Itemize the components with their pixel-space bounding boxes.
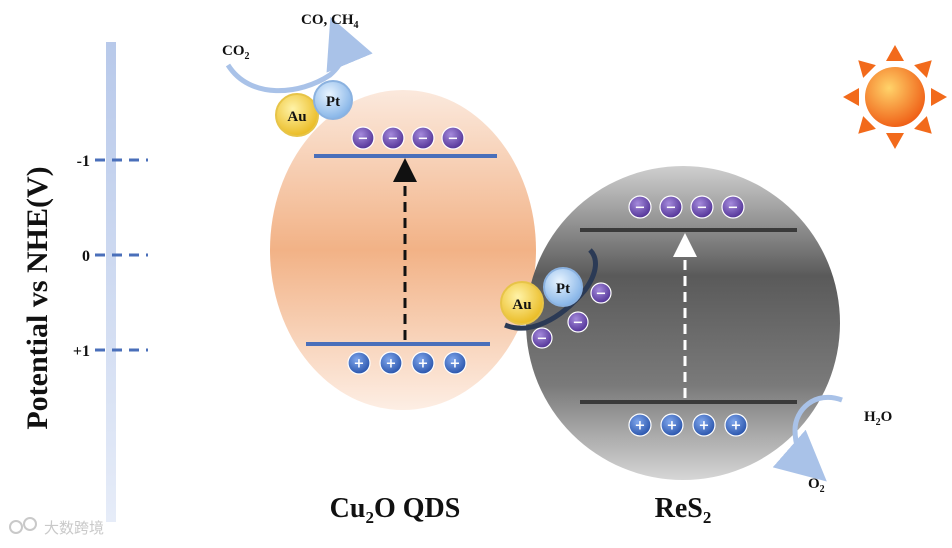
res2-electron-0 xyxy=(628,195,652,219)
axis-tick-label-1: 0 xyxy=(82,248,90,265)
res2-hole-sign-1: + xyxy=(667,419,678,434)
top-cocatalyst: Au Pt CO2 CO, CH4 xyxy=(222,12,373,137)
res2-hole-sign-2: + xyxy=(699,419,710,434)
cu2o-hole-2 xyxy=(411,351,435,375)
pt-particle-top xyxy=(313,80,353,120)
cu2o-particle: − − − − + + + + xyxy=(270,90,536,410)
sun-ray-7 xyxy=(858,60,876,78)
sun-ray-5 xyxy=(858,116,876,134)
watermark-text: 大数跨境 xyxy=(44,519,104,537)
axis-title: Potential vs NHE(V) xyxy=(21,166,54,429)
sun-ray-1 xyxy=(914,60,932,78)
cu2o-electron-sign-1: − xyxy=(388,132,399,147)
pt-particle-interface xyxy=(543,267,583,307)
au-label-top: Au xyxy=(287,109,306,125)
res2-hole-sign-3: + xyxy=(731,419,742,434)
res2-particle: −−−− ++++ xyxy=(526,166,840,480)
sun-icon xyxy=(843,45,947,149)
au-particle-top xyxy=(275,93,319,137)
cu2o-hole-sign-3: + xyxy=(450,357,461,372)
interface-electron-sign-0: − xyxy=(596,287,607,302)
interface-cocatalyst: Au Pt −−− xyxy=(500,248,612,349)
res2-electron-sign-2: − xyxy=(697,201,708,216)
cu2o-body xyxy=(270,90,536,410)
sun-ray-2 xyxy=(931,88,947,106)
res2-hole-sign-0: + xyxy=(635,419,646,434)
axis-tick-label-2: +1 xyxy=(73,343,90,360)
electron-transfer-arc xyxy=(504,248,598,331)
res2-hole-3 xyxy=(724,413,748,437)
pt-label-top: Pt xyxy=(326,94,340,110)
interface-electron-1 xyxy=(567,311,589,333)
cu2o-electron-2 xyxy=(411,126,435,150)
o2-label: O2 xyxy=(808,476,825,495)
interface-electrons: −−− xyxy=(531,282,612,349)
watermark: 大数跨境 xyxy=(9,517,104,537)
res2-electron-3 xyxy=(721,195,745,219)
res2-hole-1 xyxy=(660,413,684,437)
res2-hole-0 xyxy=(628,413,652,437)
co-ch4-label: CO, CH4 xyxy=(301,12,359,31)
co2-label: CO2 xyxy=(222,43,250,62)
axis-ticks: -1 0 +1 xyxy=(73,153,148,360)
res2-holes: + + + + xyxy=(628,413,748,437)
cu2o-electron-sign-2: − xyxy=(418,132,429,147)
res2-electron-sign-0: − xyxy=(635,201,646,216)
cu2o-electrons: −−−− xyxy=(351,126,465,150)
cu2o-hole-3 xyxy=(443,351,467,375)
interface-electron-sign-1: − xyxy=(573,316,584,331)
cu2o-hole-sign-0: + xyxy=(354,357,365,372)
watermark-logo-icon-2 xyxy=(23,517,37,531)
potential-axis: -1 0 +1 Potential vs NHE(V) xyxy=(21,42,148,522)
cu2o-label: Cu2O QDS xyxy=(330,493,461,527)
axis-bar xyxy=(106,42,116,522)
cu2o-holes: + + + + xyxy=(347,351,467,375)
cu2o-hole-1 xyxy=(379,351,403,375)
water-oxidation-arrow xyxy=(772,394,843,482)
sun-disc xyxy=(865,67,925,127)
sun-ray-3 xyxy=(914,116,932,134)
cu2o-hole-sign-2: + xyxy=(418,357,429,372)
res2-electron-1 xyxy=(659,195,683,219)
au-label-interface: Au xyxy=(512,297,531,313)
interface-electron-0 xyxy=(590,282,612,304)
sun-ray-4 xyxy=(886,133,904,149)
res2-hole-2 xyxy=(692,413,716,437)
sun-ray-6 xyxy=(843,88,859,106)
cu2o-electron-3 xyxy=(441,126,465,150)
axis-tick-label-0: -1 xyxy=(77,153,90,170)
sun-ray-0 xyxy=(886,45,904,61)
cu2o-hole-0 xyxy=(347,351,371,375)
cu2o-hole-sign-1: + xyxy=(386,357,397,372)
interface-electron-2 xyxy=(531,327,553,349)
interface-electron-sign-2: − xyxy=(537,332,548,347)
water-oxidation: H2O O2 xyxy=(772,394,892,495)
cu2o-electron-sign-3: − xyxy=(448,132,459,147)
res2-label: ReS2 xyxy=(655,493,712,527)
au-particle-interface xyxy=(500,281,544,325)
res2-electrons: −−−− xyxy=(628,195,745,219)
sun-rays xyxy=(843,45,947,149)
cu2o-electron-sign-0: − xyxy=(358,132,369,147)
res2-electron-sign-3: − xyxy=(728,201,739,216)
cu2o-electron-1 xyxy=(381,126,405,150)
cu2o-electron-0 xyxy=(351,126,375,150)
res2-electron-sign-1: − xyxy=(666,201,677,216)
co2-reduction-arrow xyxy=(225,16,373,94)
res2-electron-2 xyxy=(690,195,714,219)
watermark-logo-icon xyxy=(9,520,23,534)
pt-label-interface: Pt xyxy=(556,281,570,297)
h2o-label: H2O xyxy=(864,409,892,428)
